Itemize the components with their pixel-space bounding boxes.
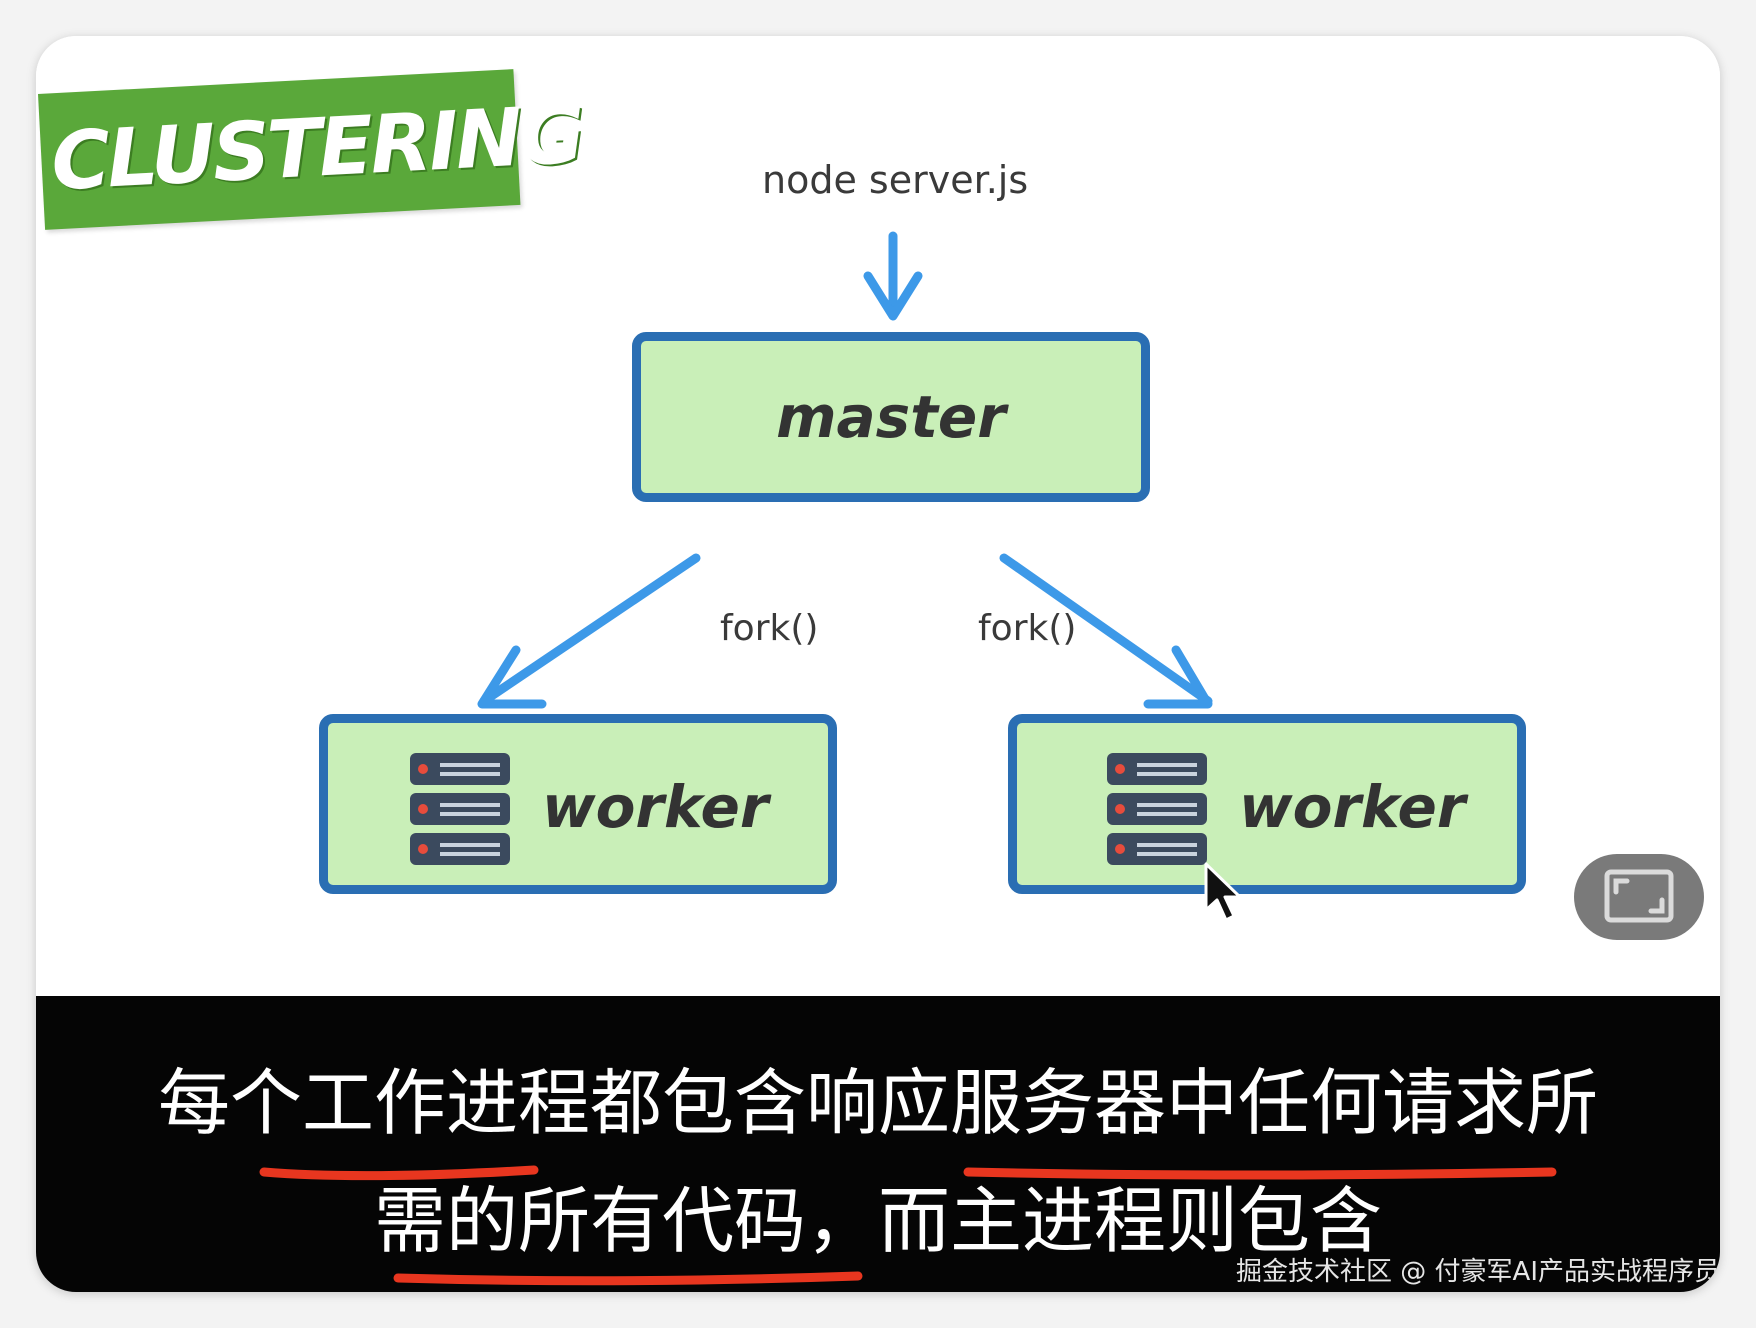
arrowhead-master-to-left-worker [477, 645, 547, 709]
slide: CLUSTERING node server.js [36, 36, 1720, 996]
arrow-master-to-right-worker [999, 553, 1213, 706]
worker-box-right: worker [1008, 714, 1526, 894]
master-box: master [632, 332, 1150, 502]
server-icon [410, 753, 510, 865]
subtitle-line-2: 需的所有代码，而主进程则包含 [373, 1179, 1382, 1263]
underline-fu-wu-qi-zhong [963, 1167, 1557, 1180]
fullscreen-icon [1604, 869, 1674, 923]
video-frame: CLUSTERING node server.js [36, 36, 1720, 1292]
fork-label-right: fork() [978, 608, 1077, 649]
arrowhead-master-to-right-worker [1143, 645, 1213, 709]
diagram-arrows [477, 231, 1213, 709]
worker-label-right: worker [1239, 773, 1466, 841]
underline-xu-de-suo-you [393, 1271, 863, 1286]
command-label: node server.js [762, 158, 1029, 202]
underline-gong-zuo-jin [259, 1165, 539, 1181]
red-underline-annotations [259, 1165, 1557, 1286]
server-icon [1107, 753, 1207, 865]
worker-label-left: worker [542, 773, 769, 841]
subtitle-area: 每个工作进程都包含响应服务器中任何请求所 需的所有代码，而主进程则包含 掘金技术… [36, 996, 1720, 1292]
arrowhead-command-to-master [863, 271, 923, 321]
master-label: master [776, 383, 1006, 451]
watermark: 掘金技术社区 @ 付豪军AI产品实战程序员 [1236, 1257, 1720, 1287]
fork-label-left: fork() [720, 608, 819, 649]
arrow-master-to-left-worker [479, 553, 701, 706]
fullscreen-button[interactable] [1574, 854, 1704, 940]
cursor-icon [1204, 862, 1242, 922]
worker-box-left: worker [319, 714, 837, 894]
subtitle-line-1: 每个工作进程都包含响应服务器中任何请求所 [157, 1061, 1598, 1145]
